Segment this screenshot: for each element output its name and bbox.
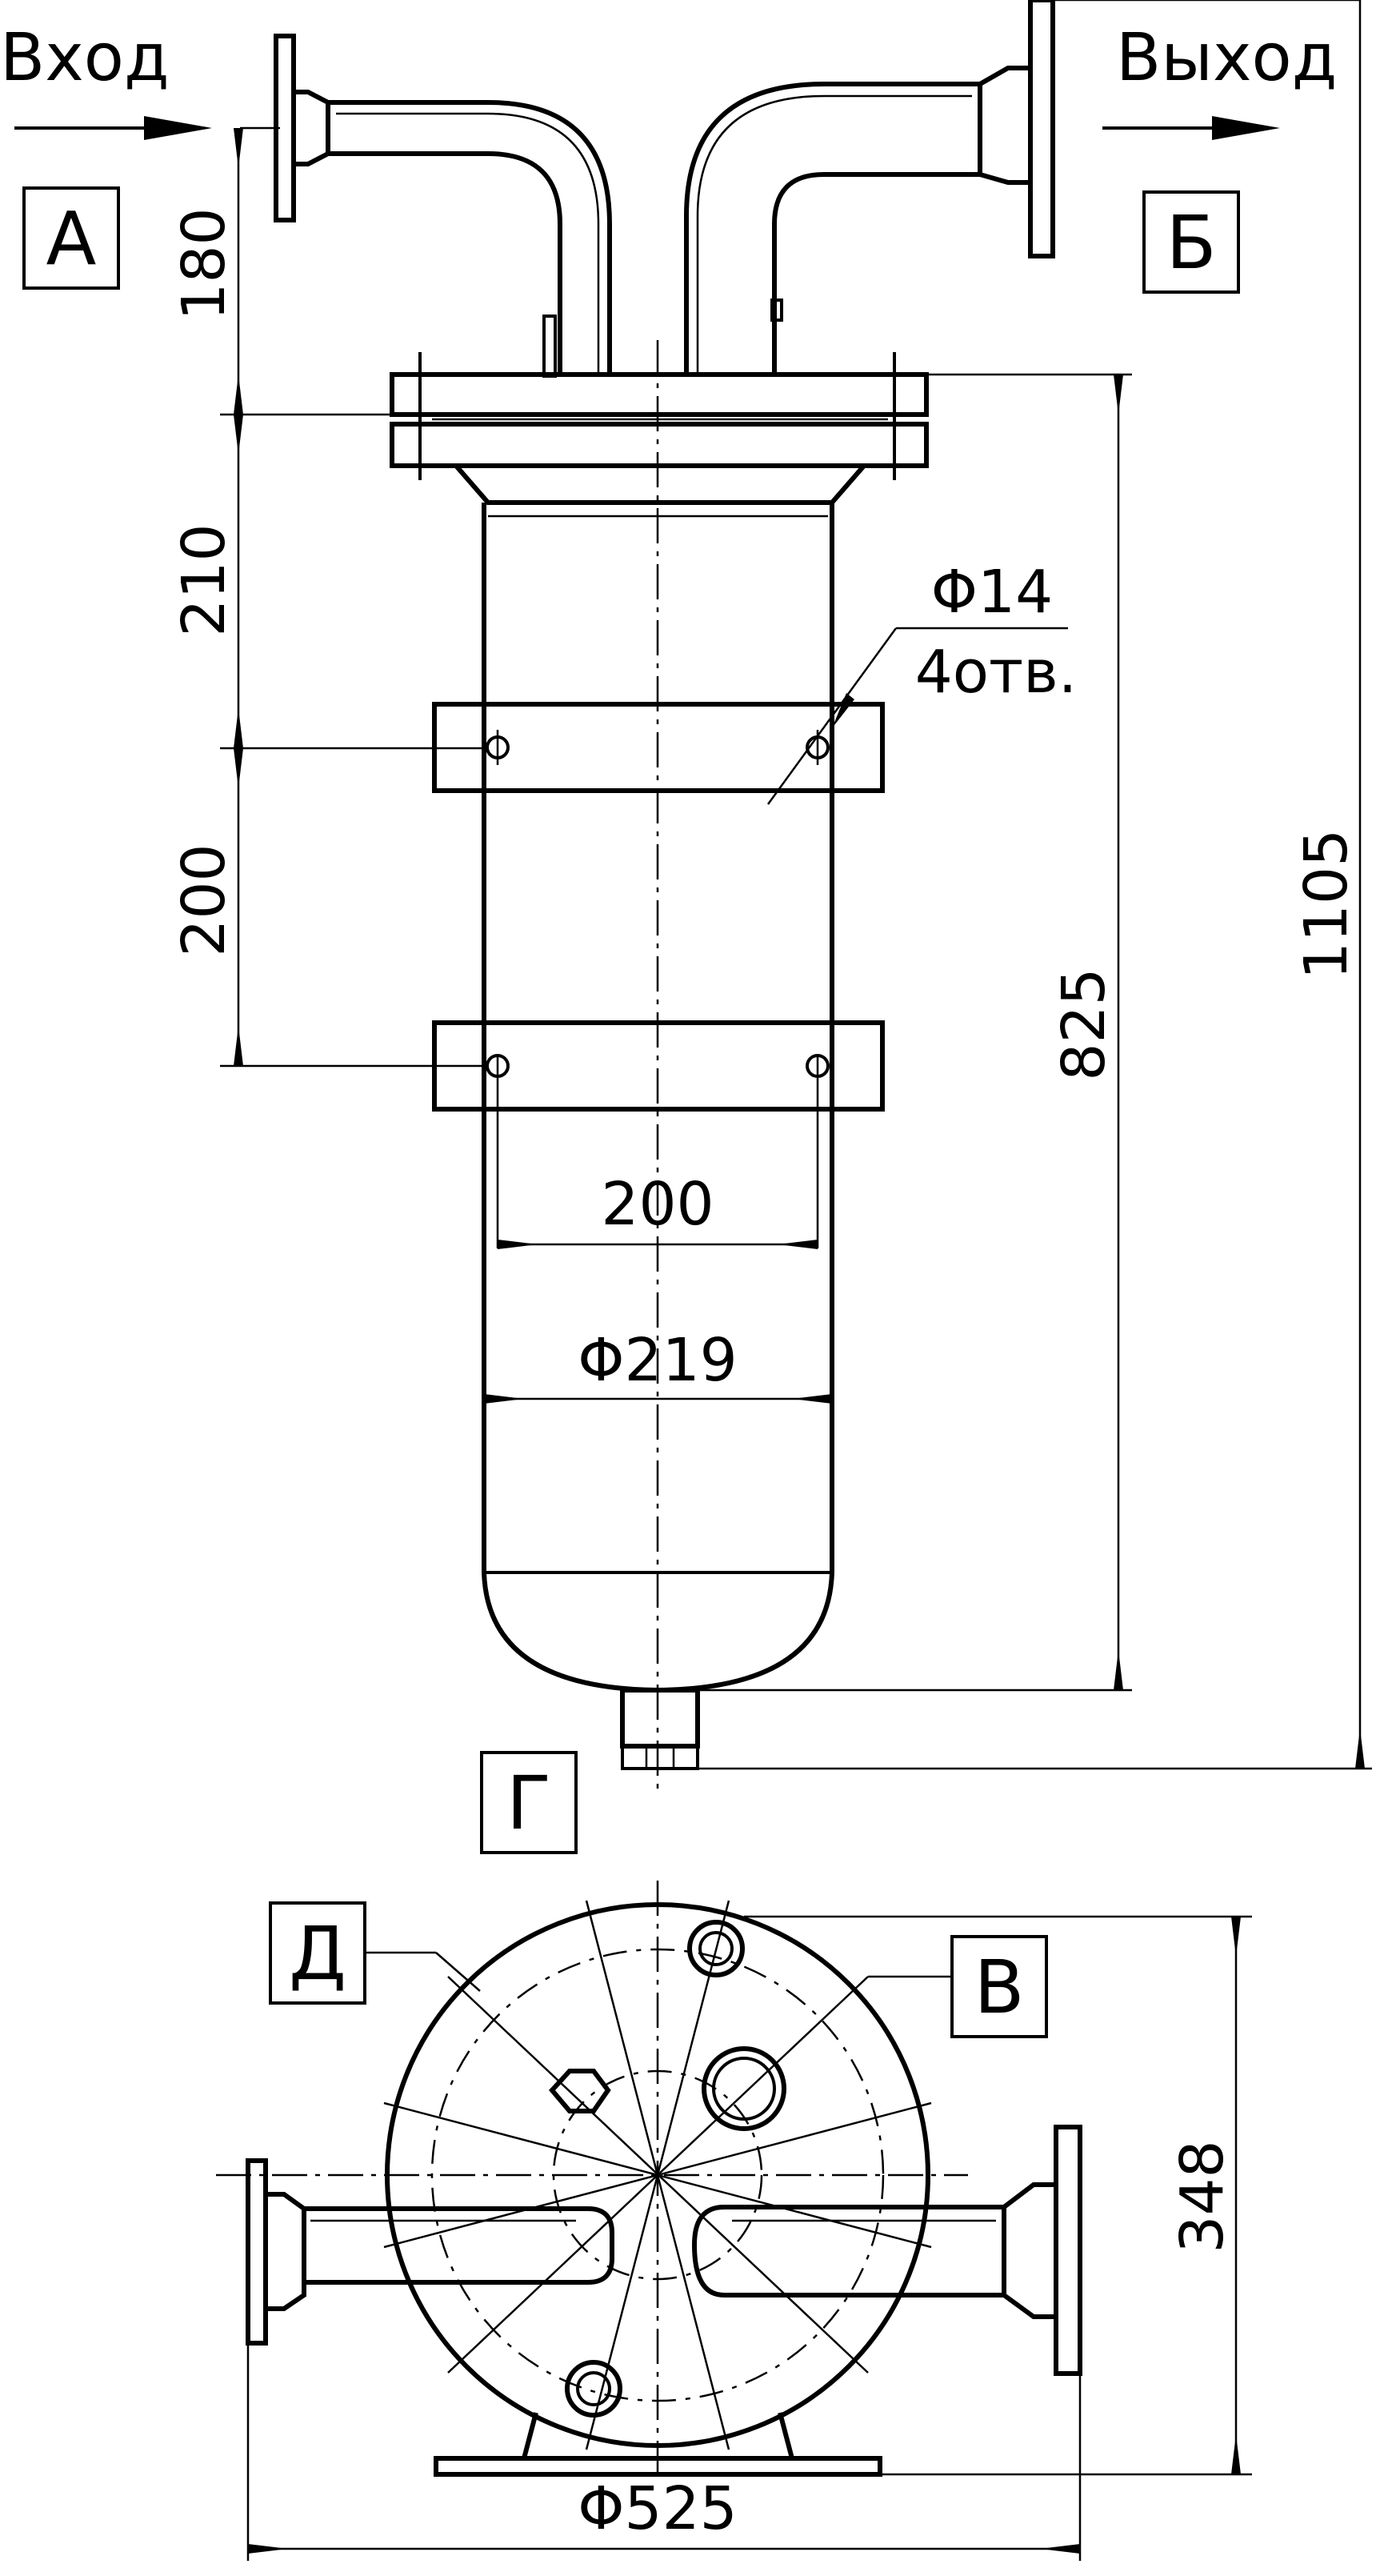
dimension-200-horizontal xyxy=(498,1240,818,1249)
dimension-825 xyxy=(658,373,1132,1692)
dimension-1105 xyxy=(698,0,1372,1770)
dim-348: 348 xyxy=(1168,2140,1237,2253)
dimension-525 xyxy=(246,2343,1082,2561)
dim-200-vertical: 200 xyxy=(170,843,238,956)
dim-210: 210 xyxy=(170,523,238,636)
view-a-label: А xyxy=(46,196,97,282)
view-g-box: Г xyxy=(480,1751,578,1854)
base-plate xyxy=(434,2412,882,2477)
bolt-radials xyxy=(383,1900,932,2450)
dimension-348 xyxy=(744,1915,1252,2476)
view-b-label: Б xyxy=(1166,200,1216,286)
dimension-219 xyxy=(484,1394,832,1404)
view-b-box: Б xyxy=(1142,190,1240,294)
inlet-pipe xyxy=(328,100,612,378)
holes-leader xyxy=(766,627,1068,805)
outlet-label: Выход xyxy=(1116,20,1337,96)
dim-200-horizontal: 200 xyxy=(601,1170,714,1239)
dim-180: 180 xyxy=(170,207,238,320)
outlet-flange xyxy=(978,0,1055,258)
view-v-box: В xyxy=(868,1935,1048,2038)
plan-view xyxy=(216,1881,1082,2481)
inlet-flange xyxy=(274,34,330,222)
outlet-pipe xyxy=(684,82,980,376)
front-view xyxy=(274,0,1055,1793)
drain-plug xyxy=(620,1688,700,1770)
top-flange xyxy=(390,352,929,480)
dim-shell-diameter: Φ219 xyxy=(578,1326,738,1395)
large-port xyxy=(702,2046,786,2131)
bottom-boss xyxy=(565,2360,622,2418)
hex-fitting xyxy=(549,2069,611,2113)
outlet-arrow xyxy=(1102,116,1280,140)
dim-base-diameter: Φ525 xyxy=(578,2474,738,2543)
view-v-label: В xyxy=(974,1945,1024,2030)
top-boss xyxy=(687,1920,745,1977)
dim-1105: 1105 xyxy=(1292,829,1361,980)
holes-diameter-label: Φ14 xyxy=(931,558,1053,627)
view-d-box: Д xyxy=(269,1901,481,2005)
plan-outlet-pipe xyxy=(691,2125,1082,2376)
view-a-box: А xyxy=(22,186,120,290)
dimension-lines-left xyxy=(220,126,488,1068)
plan-inlet-pipe xyxy=(246,2158,614,2346)
transition-cone xyxy=(454,464,866,505)
holes-count-label: 4отв. xyxy=(915,638,1078,707)
view-d-label: Д xyxy=(289,1911,346,1997)
dim-825: 825 xyxy=(1050,968,1118,1080)
inlet-label: Вход xyxy=(0,20,170,96)
inlet-arrow xyxy=(14,116,212,140)
view-g-label: Г xyxy=(506,1761,551,1846)
